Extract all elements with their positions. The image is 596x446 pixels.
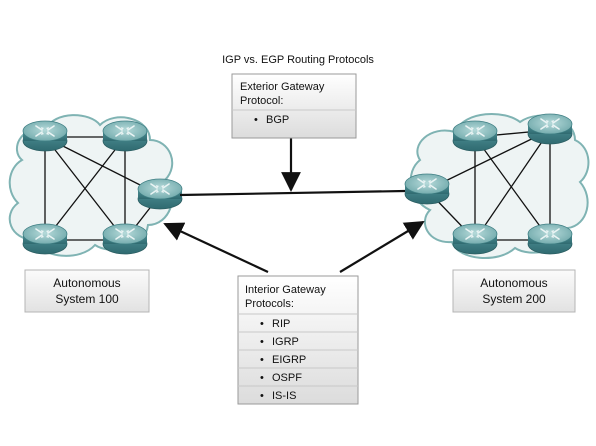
router-icon: [527, 113, 573, 145]
bullet: •: [260, 318, 264, 330]
router-icon: [22, 223, 68, 255]
bullet: •: [260, 336, 264, 348]
igp-item: EIGRP: [272, 354, 306, 366]
igp-box: Interior Gateway Protocols: • RIP • IGRP…: [237, 275, 359, 405]
igp-heading-line1: Interior Gateway: [245, 284, 326, 296]
left-as-cluster: [8, 114, 183, 257]
igp-heading-line2: Protocols:: [245, 298, 294, 310]
cloud-icon: [409, 113, 590, 259]
egp-box: Exterior Gateway Protocol: • BGP: [231, 73, 357, 139]
router-icon: [452, 223, 498, 255]
igp-item-list: • RIP • IGRP • EIGRP • OSPF • IS-IS: [238, 313, 358, 402]
router-icon: [22, 120, 68, 152]
router-icon: [137, 178, 183, 210]
as-left-line1: Autonomous: [53, 276, 120, 290]
as-right-line1: Autonomous: [480, 276, 547, 290]
as-label-left: Autonomous System 100: [24, 269, 150, 313]
right-as-cluster: [404, 113, 590, 259]
igp-item: IS-IS: [272, 390, 296, 402]
router-icon: [102, 120, 148, 152]
egp-heading-line1: Exterior Gateway: [240, 81, 325, 93]
inter-as-link: [179, 189, 406, 197]
igp-item: OSPF: [272, 372, 302, 384]
bullet: •: [254, 114, 258, 126]
router-icon: [404, 173, 450, 205]
igp-item: IGRP: [272, 336, 299, 348]
router-icon: [452, 120, 498, 152]
igp-arrow-right: [339, 220, 425, 273]
as-right-line2: System 200: [482, 292, 546, 306]
bullet: •: [260, 390, 264, 402]
diagram-title: IGP vs. EGP Routing Protocols: [222, 54, 374, 66]
bullet: •: [260, 354, 264, 366]
egp-item: BGP: [266, 114, 289, 126]
as-left-line2: System 100: [55, 292, 119, 306]
igp-arrow-left: [163, 222, 269, 273]
as-label-right: Autonomous System 200: [452, 269, 576, 313]
igp-item: RIP: [272, 318, 290, 330]
router-icon: [102, 223, 148, 255]
bullet: •: [260, 372, 264, 384]
router-icon: [527, 223, 573, 255]
egp-heading-line2: Protocol:: [240, 95, 283, 107]
